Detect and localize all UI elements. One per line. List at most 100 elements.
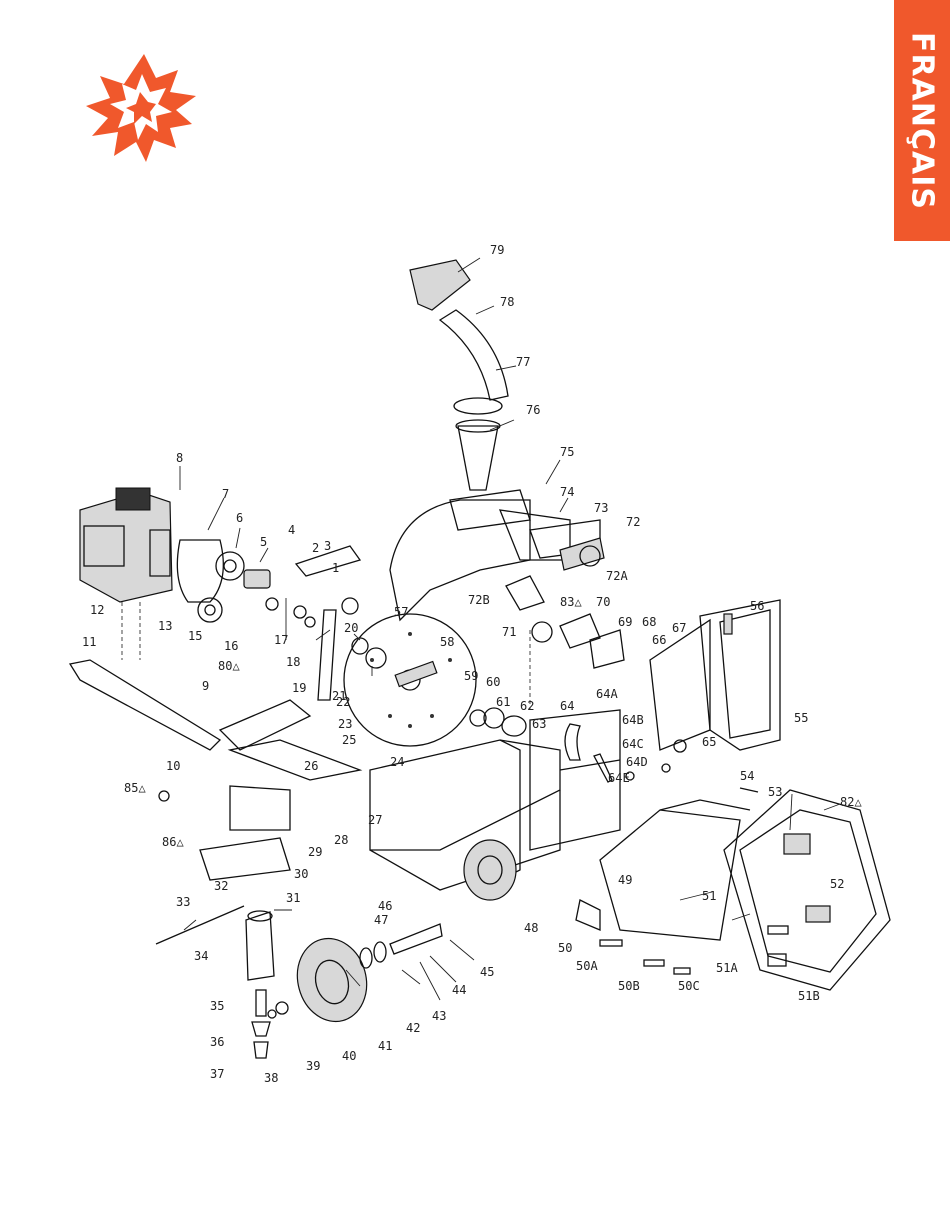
callout-42: 42 <box>406 1021 420 1035</box>
callout-71: 71 <box>502 625 516 639</box>
callout-47: 47 <box>374 913 388 927</box>
callout-37: 37 <box>210 1067 224 1081</box>
callout-73: 73 <box>594 501 608 515</box>
callout-40: 40 <box>342 1049 356 1063</box>
callout-65: 65 <box>702 735 716 749</box>
callout-15: 15 <box>188 629 202 643</box>
wheel-assembly <box>267 839 517 1023</box>
callout-59: 59 <box>464 669 478 683</box>
callout-49: 49 <box>618 873 632 887</box>
callout-72: 72 <box>626 515 640 529</box>
callout-51: 51 <box>702 889 716 903</box>
callout-82: 82△ <box>840 795 862 809</box>
callout-54: 54 <box>740 769 754 783</box>
callout-9: 9 <box>202 679 209 693</box>
callout-27: 27 <box>368 813 382 827</box>
callout-12: 12 <box>90 603 104 617</box>
callout-leaders <box>179 257 841 1001</box>
callout-11: 11 <box>82 635 96 649</box>
callout-23: 23 <box>338 717 352 731</box>
callout-68: 68 <box>642 615 656 629</box>
callout-13: 13 <box>158 619 172 633</box>
tow-hitch-assembly <box>68 659 363 881</box>
callout-17: 17 <box>274 633 288 647</box>
handle-frame <box>723 787 891 991</box>
callout-2: 2 <box>312 541 319 555</box>
language-tab-label: FRANÇAIS <box>904 31 940 210</box>
callout-1: 1 <box>332 561 339 575</box>
callout-46: 46 <box>378 899 392 913</box>
callout-50C: 50C <box>678 979 700 993</box>
callout-35: 35 <box>210 999 224 1013</box>
callout-51A: 51A <box>716 961 738 975</box>
callout-83: 83△ <box>560 595 582 609</box>
callout-64C: 64C <box>622 737 644 751</box>
callout-60: 60 <box>486 675 500 689</box>
callout-29: 29 <box>308 845 322 859</box>
callout-36: 36 <box>210 1035 224 1049</box>
callout-66: 66 <box>652 633 666 647</box>
callout-76: 76 <box>526 403 540 417</box>
callout-31: 31 <box>286 891 300 905</box>
callout-63: 63 <box>532 717 546 731</box>
callout-43: 43 <box>432 1009 446 1023</box>
callout-16: 16 <box>224 639 238 653</box>
callout-72B: 72B <box>468 593 490 607</box>
callout-69: 69 <box>618 615 632 629</box>
engine-covers <box>649 599 781 751</box>
wolf-head-logo-icon <box>86 54 196 162</box>
callout-86: 86△ <box>162 835 184 849</box>
callout-55: 55 <box>794 711 808 725</box>
callout-8: 8 <box>176 451 183 465</box>
callout-45: 45 <box>480 965 494 979</box>
feed-hopper <box>575 799 751 975</box>
callout-57: 57 <box>394 605 408 619</box>
callout-6: 6 <box>236 511 243 525</box>
callout-64B: 64B <box>622 713 644 727</box>
callout-32: 32 <box>214 879 228 893</box>
callout-64: 64 <box>560 699 574 713</box>
callout-39: 39 <box>306 1059 320 1073</box>
callout-10: 10 <box>166 759 180 773</box>
callout-44: 44 <box>452 983 466 997</box>
callout-30: 30 <box>294 867 308 881</box>
callout-24: 24 <box>390 755 404 769</box>
callout-72A: 72A <box>606 569 628 583</box>
callout-25: 25 <box>342 733 356 747</box>
callout-19: 19 <box>292 681 306 695</box>
callout-7: 7 <box>222 487 229 501</box>
callout-58: 58 <box>440 635 454 649</box>
shaft-bearings <box>469 621 553 737</box>
callout-79: 79 <box>490 243 504 257</box>
engine <box>79 487 173 660</box>
language-tab[interactable]: FRANÇAIS <box>894 0 950 241</box>
tension-arm-assembly <box>294 545 387 701</box>
callout-64E: 64E <box>608 771 630 785</box>
callout-labels: 79 78 77 76 75 74 73 72 72A 72B 8 7 6 5 … <box>82 243 862 1085</box>
callout-22: 22 <box>336 695 350 709</box>
spring-link-assembly <box>564 723 687 783</box>
callout-26: 26 <box>304 759 318 773</box>
callout-21: 21 <box>332 689 346 703</box>
callout-64D: 64D <box>626 755 648 769</box>
callout-4: 4 <box>288 523 295 537</box>
callout-74: 74 <box>560 485 574 499</box>
callout-50: 50 <box>558 941 572 955</box>
callout-61: 61 <box>496 695 510 709</box>
discharge-chute-assembly <box>409 259 531 531</box>
callout-51B: 51B <box>798 989 820 1003</box>
callout-85: 85△ <box>124 781 146 795</box>
callout-62: 62 <box>520 699 534 713</box>
callout-33: 33 <box>176 895 190 909</box>
callout-64A: 64A <box>596 687 618 701</box>
callout-48: 48 <box>524 921 538 935</box>
callout-38: 38 <box>264 1071 278 1085</box>
callout-56: 56 <box>750 599 764 613</box>
jack-stand-assembly <box>155 905 275 1059</box>
callout-77: 77 <box>516 355 530 369</box>
callout-70: 70 <box>596 595 610 609</box>
callout-50A: 50A <box>576 959 598 973</box>
belt-pulley-assembly <box>176 539 316 628</box>
callout-78: 78 <box>500 295 514 309</box>
